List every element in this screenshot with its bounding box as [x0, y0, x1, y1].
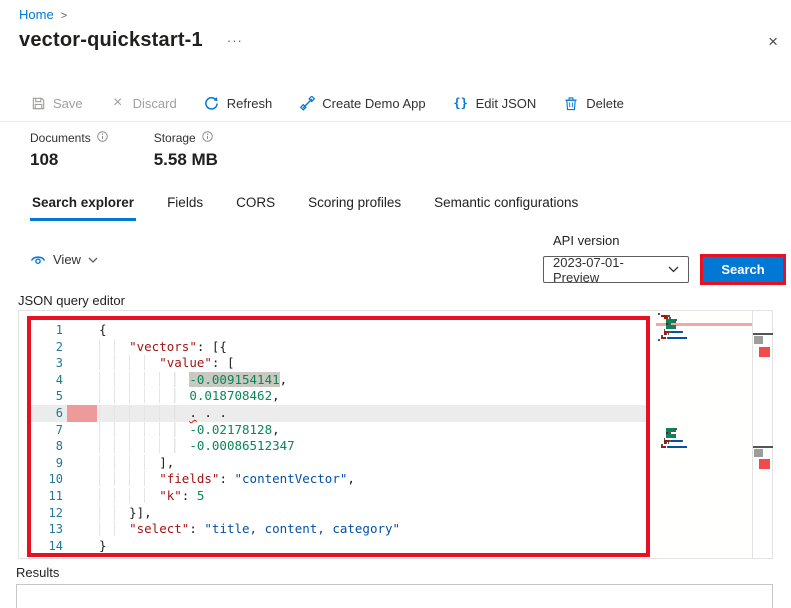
- storage-stat-value: 5.58 MB: [153, 150, 218, 169]
- breadcrumb: Home >: [19, 7, 67, 22]
- ruler-error-marker: [759, 347, 770, 357]
- save-button[interactable]: Save: [30, 95, 83, 111]
- refresh-icon: [204, 95, 220, 111]
- code-line[interactable]: 12 }],: [48, 504, 152, 520]
- code-line[interactable]: 6 . . .: [31, 404, 646, 422]
- tab-bar: Search explorer Fields CORS Scoring prof…: [30, 192, 580, 221]
- editor-minimap[interactable]: [656, 311, 752, 558]
- code-line[interactable]: 11 "k": 5: [48, 487, 205, 503]
- minimap-error-line: [656, 323, 752, 326]
- info-icon[interactable]: [202, 131, 213, 142]
- view-label: View: [53, 252, 81, 267]
- toolbar-divider: [0, 121, 791, 122]
- documents-stat-value: 108: [30, 150, 59, 169]
- ruler-selection-marker: [754, 449, 763, 457]
- refresh-label: Refresh: [226, 95, 273, 111]
- edit-json-icon: {}: [453, 96, 468, 110]
- ruler-slider-edge: [753, 333, 773, 335]
- discard-button[interactable]: × Discard: [110, 94, 177, 111]
- storage-stat: Storage 5.58 MB: [154, 131, 218, 170]
- delete-button[interactable]: Delete: [563, 95, 624, 111]
- toolbar: Save × Discard Refresh Create Demo App {…: [30, 94, 624, 111]
- results-panel: [16, 584, 773, 608]
- code-line[interactable]: 8 -0.00086512347: [55, 438, 295, 454]
- code-line[interactable]: 7 -0.02178128,: [55, 421, 280, 437]
- tab-search-explorer[interactable]: Search explorer: [30, 192, 137, 221]
- save-label: Save: [53, 95, 83, 111]
- eye-icon: [30, 254, 46, 265]
- json-query-editor-label: JSON query editor: [18, 293, 125, 308]
- editor-highlight-rect: 1{2 "vectors": [{3 "value": [4 -0.009154…: [27, 316, 650, 557]
- code-line[interactable]: 9 ],: [55, 454, 175, 470]
- more-options-icon[interactable]: ···: [226, 33, 243, 48]
- code-line[interactable]: 4 -0.009154141,: [55, 371, 288, 387]
- edit-json-label: Edit JSON: [475, 95, 537, 111]
- code-line[interactable]: 10 "fields": "contentVector",: [48, 471, 355, 487]
- tab-cors[interactable]: CORS: [236, 195, 276, 210]
- code-line[interactable]: 14}: [48, 537, 107, 553]
- discard-label: Discard: [132, 95, 177, 111]
- results-label: Results: [16, 565, 60, 580]
- chevron-down-icon: [668, 266, 679, 273]
- code-line[interactable]: 2 "vectors": [{: [55, 338, 227, 354]
- tab-semantic-configurations[interactable]: Semantic configurations: [434, 195, 579, 210]
- close-icon[interactable]: ×: [768, 32, 778, 51]
- tab-fields[interactable]: Fields: [167, 195, 204, 210]
- page-title: vector-quickstart-1: [19, 29, 203, 51]
- create-demo-app-button[interactable]: Create Demo App: [299, 95, 426, 111]
- ruler-selection-marker: [754, 336, 763, 344]
- editor-overview-ruler[interactable]: [752, 311, 773, 558]
- storage-stat-label: Storage: [153, 131, 196, 145]
- chevron-down-icon: [88, 257, 98, 263]
- index-stats: Documents 108 Storage 5.58 MB: [30, 131, 218, 170]
- api-version-value: 2023-07-01-Preview: [553, 254, 624, 285]
- ruler-error-marker: [759, 459, 770, 469]
- breadcrumb-chevron-icon: >: [60, 10, 68, 22]
- view-dropdown-button[interactable]: View: [30, 252, 98, 267]
- create-demo-app-label: Create Demo App: [322, 95, 426, 111]
- breadcrumb-home-link[interactable]: Home: [19, 7, 54, 22]
- info-icon[interactable]: [96, 131, 108, 142]
- save-icon: [30, 95, 46, 111]
- search-button-highlight: Search: [700, 254, 786, 285]
- create-demo-app-icon: [299, 95, 315, 111]
- api-version-cluster: API version 2023-07-01-Preview Search: [543, 233, 786, 285]
- tab-scoring-profiles[interactable]: Scoring profiles: [308, 195, 402, 210]
- discard-icon: ×: [112, 94, 123, 111]
- delete-label: Delete: [586, 95, 624, 111]
- code-line[interactable]: 13 "select": "title, content, category": [48, 521, 401, 537]
- ruler-slider-edge: [753, 446, 773, 448]
- code-line[interactable]: 3 "value": [: [55, 355, 235, 371]
- documents-stat: Documents 108: [30, 131, 108, 170]
- refresh-button[interactable]: Refresh: [204, 95, 273, 111]
- api-version-label: API version: [553, 233, 620, 248]
- code-line[interactable]: 5 0.018708462,: [55, 388, 280, 404]
- code-line[interactable]: 1{: [55, 322, 107, 337]
- documents-stat-label: Documents: [30, 131, 91, 145]
- code-lines[interactable]: 1{2 "vectors": [{3 "value": [4 -0.009154…: [31, 322, 646, 553]
- json-query-editor[interactable]: 1{2 "vectors": [{3 "value": [4 -0.009154…: [18, 310, 773, 559]
- api-version-select[interactable]: 2023-07-01-Preview: [543, 254, 689, 285]
- search-button[interactable]: Search: [703, 257, 783, 282]
- edit-json-button[interactable]: {} Edit JSON: [453, 95, 537, 111]
- delete-icon: [563, 95, 579, 111]
